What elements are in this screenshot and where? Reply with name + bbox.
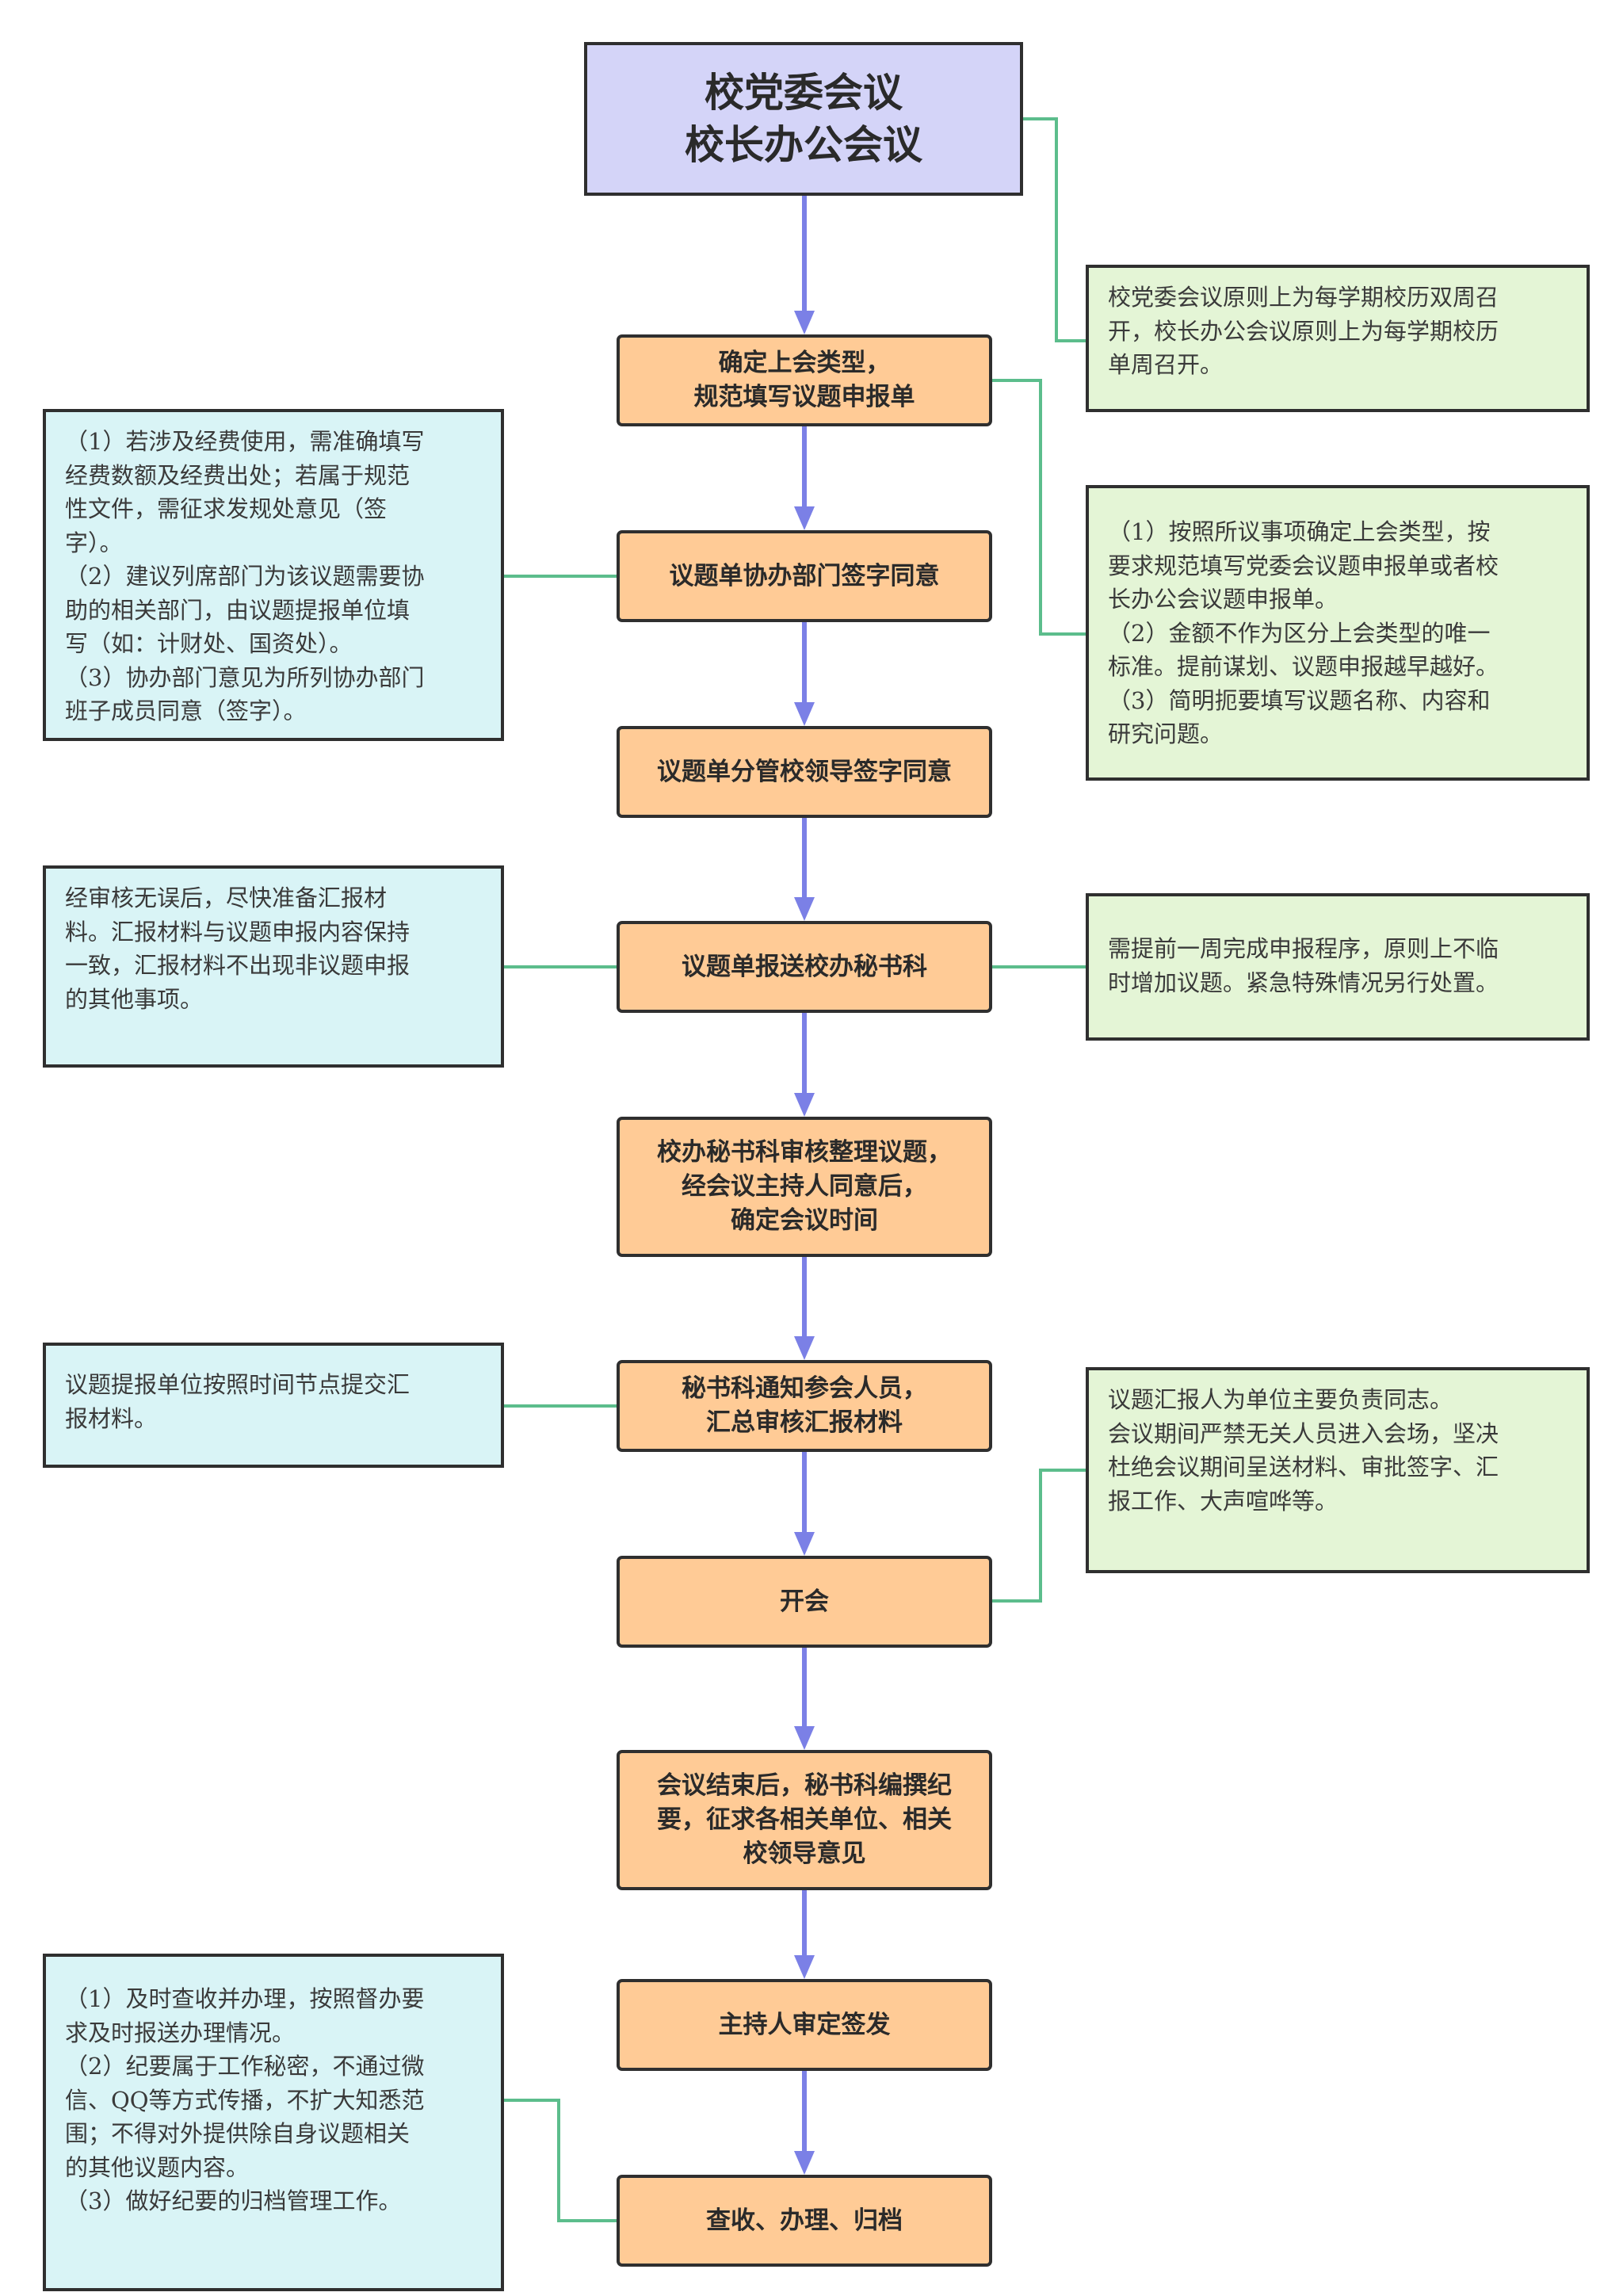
step-line: 确定会议时间 <box>731 1206 878 1235</box>
step-line: 议题单分管校领导签字同意 <box>657 757 952 786</box>
note-line: 围；不得对外提供除自身议题相关 <box>65 2120 411 2147</box>
note-meeting-schedule: 校党委会议原则上为每学期校历双周召 开，校长办公会议原则上为每学期校历 单周召开… <box>1086 265 1590 412</box>
flow-arrow-head <box>794 1726 815 1750</box>
note-line: （3）协办部门意见为所列协办部门 <box>65 663 425 691</box>
note-line: （2）建议列席部门为该议题需要协 <box>65 563 425 590</box>
note-line: 经审核无误后，尽快准备汇报材 <box>65 884 388 911</box>
note-line: 标准。提前谋划、议题申报越早越好。 <box>1108 653 1499 680</box>
step-line: 确定上会类型， <box>718 349 891 377</box>
step-line: 校办秘书科审核整理议题， <box>657 1138 952 1167</box>
note-line: 开，校长办公会议原则上为每学期校历 <box>1108 317 1499 345</box>
step-line: 校领导意见 <box>743 1839 866 1868</box>
connector-archive <box>504 2099 617 2222</box>
step-line: 规范填写议题申报单 <box>693 383 915 411</box>
step-line: 会议结束后，秘书科编撰纪 <box>657 1771 952 1800</box>
note-line: 经费数额及经费出处；若属于规范 <box>65 461 411 489</box>
note-line: 报工作、大声喧哗等。 <box>1108 1487 1338 1515</box>
connector-meeting-schedule <box>1023 117 1086 342</box>
note-line: 需提前一周完成申报程序，原则上不临 <box>1108 935 1499 962</box>
flow-arrow-head <box>794 1955 815 1979</box>
note-line: 校党委会议原则上为每学期校历双周召 <box>1108 284 1499 311</box>
note-line: 会议期间严禁无关人员进入会场，坚决 <box>1108 1419 1499 1447</box>
note-line: 的其他事项。 <box>65 985 204 1013</box>
step-line: 开会 <box>780 1587 829 1616</box>
note-line: 助的相关部门，由议题提报单位填 <box>65 596 411 624</box>
note-line: （1）按照所议事项确定上会类型，按 <box>1108 518 1491 545</box>
flow-arrow-head <box>794 1336 815 1360</box>
step-review-schedule: 校办秘书科审核整理议题， 经会议主持人同意后， 确定会议时间 <box>617 1117 992 1257</box>
step-line: 议题单协办部门签字同意 <box>669 561 940 590</box>
step-line: 主持人审定签发 <box>718 2010 891 2039</box>
note-line: 时增加议题。紧急特殊情况另行处置。 <box>1108 968 1499 996</box>
step-line: 要，征求各相关单位、相关 <box>657 1805 952 1834</box>
note-deadline: 需提前一周完成申报程序，原则上不临 时增加议题。紧急特殊情况另行处置。 <box>1086 893 1590 1041</box>
note-line: 议题汇报人为单位主要负责同志。 <box>1108 1386 1453 1413</box>
connector-meeting-rules <box>992 1469 1086 1603</box>
note-line: （1）及时查收并办理，按照督办要 <box>65 1985 425 2012</box>
start-node-meetings: 校党委会议 校长办公会议 <box>584 42 1023 196</box>
note-line: 性文件，需征求发规处意见（签 <box>65 495 388 522</box>
note-report-material: 经审核无误后，尽快准备汇报材 料。汇报材料与议题申报内容保持 一致，汇报材料不出… <box>43 865 504 1068</box>
step-draft-minutes: 会议结束后，秘书科编撰纪 要，征求各相关单位、相关 校领导意见 <box>617 1750 992 1890</box>
note-line: 料。汇报材料与议题申报内容保持 <box>65 918 411 946</box>
note-topic-type: （1）按照所议事项确定上会类型，按 要求规范填写党委会议题申报单或者校 长办公会… <box>1086 485 1590 781</box>
step-line: 查收、办理、归档 <box>706 2206 903 2235</box>
note-line: （3）简明扼要填写议题名称、内容和 <box>1108 686 1491 714</box>
step-line: 议题单报送校办秘书科 <box>682 952 927 981</box>
step-receive-archive: 查收、办理、归档 <box>617 2175 992 2267</box>
flow-arrow-head <box>794 311 815 334</box>
note-line: （1）若涉及经费使用，需准确填写 <box>65 428 425 455</box>
title-line: 校长办公会议 <box>685 122 922 168</box>
note-line: （3）做好纪要的归档管理工作。 <box>65 2187 402 2214</box>
step-line: 经会议主持人同意后， <box>682 1172 927 1201</box>
flow-arrow-head <box>794 702 815 726</box>
note-line: 写（如：计财处、国资处）。 <box>65 630 353 657</box>
note-line: 班子成员同意（签字）。 <box>65 697 307 724</box>
note-line: 长办公会议题申报单。 <box>1108 586 1338 613</box>
note-line: 求及时报送办理情况。 <box>65 2019 296 2046</box>
note-line: （2）金额不作为区分上会类型的唯一 <box>1108 619 1491 647</box>
note-line: 报材料。 <box>65 1404 158 1432</box>
note-line: 信、QQ等方式传播，不扩大知悉范 <box>65 2086 425 2114</box>
note-meeting-rules: 议题汇报人为单位主要负责同志。 会议期间严禁无关人员进入会场，坚决 杜绝会议期间… <box>1086 1367 1590 1573</box>
note-line: （2）纪要属于工作秘密，不通过微 <box>65 2053 425 2080</box>
step-leader-sign: 议题单分管校领导签字同意 <box>617 726 992 818</box>
note-line: 的其他议题内容。 <box>65 2153 250 2181</box>
step-hold-meeting: 开会 <box>617 1556 992 1648</box>
connector-topic-type <box>992 379 1086 636</box>
step-confirm-type: 确定上会类型， 规范填写议题申报单 <box>617 334 992 426</box>
note-cosign: （1）若涉及经费使用，需准确填写 经费数额及经费出处；若属于规范 性文件，需征求… <box>43 409 504 741</box>
flow-arrow-head <box>794 2151 815 2175</box>
step-cosign-dept: 议题单协办部门签字同意 <box>617 530 992 622</box>
flow-arrow-head <box>794 1093 815 1117</box>
flow-arrow-head <box>794 1532 815 1556</box>
note-line: 研究问题。 <box>1108 720 1224 747</box>
flow-arrow-head <box>794 897 815 921</box>
note-line: 杜绝会议期间呈送材料、审批签字、汇 <box>1108 1454 1499 1480</box>
note-line: 单周召开。 <box>1108 351 1224 378</box>
note-submit-material: 议题提报单位按照时间节点提交汇 报材料。 <box>43 1343 504 1468</box>
note-line: 字）。 <box>65 529 123 556</box>
note-line: 要求规范填写党委会议题申报单或者校 <box>1108 552 1499 579</box>
title-line: 校党委会议 <box>705 70 903 116</box>
step-line: 汇总审核汇报材料 <box>706 1408 903 1437</box>
note-archive: （1）及时查收并办理，按照督办要 求及时报送办理情况。 （2）纪要属于工作秘密，… <box>43 1954 504 2291</box>
step-approve-sign: 主持人审定签发 <box>617 1979 992 2071</box>
note-line: 议题提报单位按照时间节点提交汇 <box>65 1371 411 1398</box>
flow-arrow-head <box>794 506 815 530</box>
step-submit-secretary: 议题单报送校办秘书科 <box>617 921 992 1013</box>
note-line: 一致，汇报材料不出现非议题申报 <box>65 952 411 979</box>
step-line: 秘书科通知参会人员， <box>682 1374 927 1403</box>
step-notify-attendees: 秘书科通知参会人员， 汇总审核汇报材料 <box>617 1360 992 1452</box>
